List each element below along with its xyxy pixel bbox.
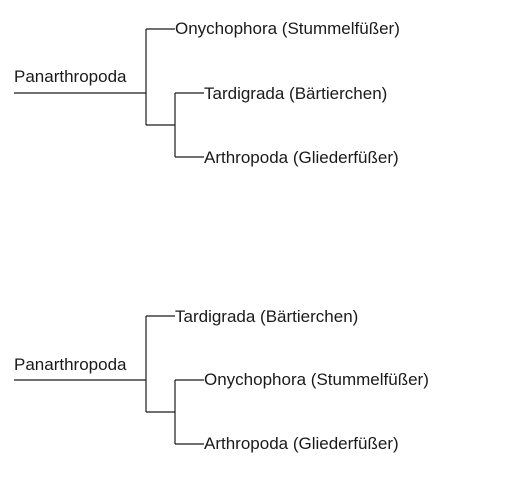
tree-2-root-label: Panarthropoda xyxy=(14,355,127,374)
tree-1-leaf-2-label: Tardigrada (Bärtierchen) xyxy=(204,84,388,103)
tree-1-root-label: Panarthropoda xyxy=(14,67,127,86)
tree-2-leaf-1-label: Tardigrada (Bärtierchen) xyxy=(175,307,359,326)
tree-1-leaf-3-label: Arthropoda (Gliederfüßer) xyxy=(204,148,399,167)
tree-2-leaf-2-label: Onychophora (Stummelfüßer) xyxy=(204,370,429,389)
tree-2-leaf-3-label: Arthropoda (Gliederfüßer) xyxy=(204,434,399,453)
tree-1-leaf-1-label: Onychophora (Stummelfüßer) xyxy=(175,19,400,38)
